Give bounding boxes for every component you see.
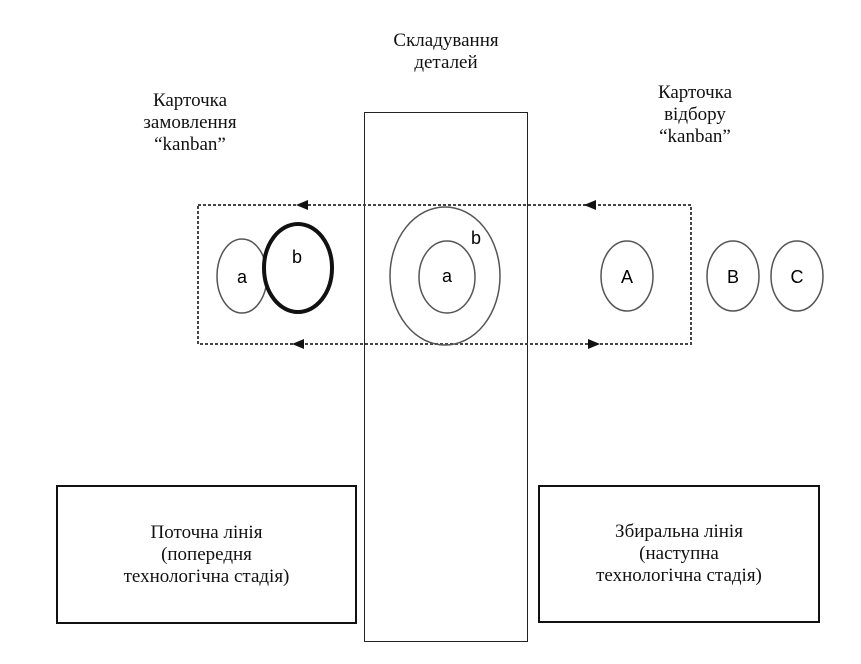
left-part-b-label: b bbox=[292, 247, 302, 267]
center-part-a-circle bbox=[418, 240, 476, 314]
center-part-b-label: b bbox=[471, 228, 481, 248]
assembly-line-box: Збиральна лінія (наступна технологічна с… bbox=[538, 485, 820, 623]
storage-title: Складування деталей bbox=[393, 30, 499, 73]
part-A-circle bbox=[600, 240, 654, 312]
top-arrow-left-icon bbox=[296, 200, 308, 210]
storage-column bbox=[364, 112, 528, 642]
part-C-circle bbox=[770, 240, 824, 312]
bottom-arrow-left-icon bbox=[292, 339, 304, 349]
center-part-a-label: a bbox=[442, 266, 453, 286]
part-C-label: C bbox=[791, 267, 804, 287]
order-card-label: Карточка замовлення “kanban” bbox=[143, 90, 237, 155]
current-line-box: Поточна лінія (попередня технологічна ст… bbox=[56, 485, 357, 624]
flow-loop-frame bbox=[197, 204, 692, 345]
bottom-arrow-right-icon bbox=[588, 339, 600, 349]
pick-card-label: Карточка відбору “kanban” bbox=[657, 82, 733, 147]
left-part-b-circle bbox=[262, 222, 334, 314]
part-A-label: A bbox=[621, 267, 633, 287]
center-part-b-circle bbox=[389, 206, 501, 346]
part-B-label: B bbox=[727, 267, 739, 287]
part-B-circle bbox=[706, 240, 760, 312]
top-arrow-right-icon bbox=[584, 200, 596, 210]
left-part-a-label: a bbox=[237, 267, 248, 287]
